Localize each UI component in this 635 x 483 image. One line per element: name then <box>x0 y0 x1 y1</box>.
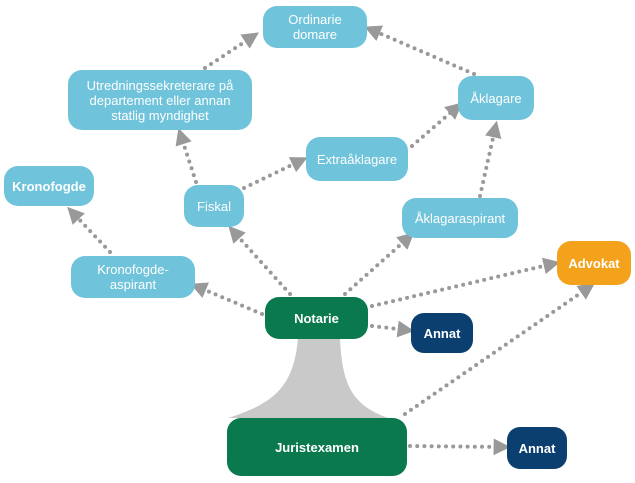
node-advokat: Advokat <box>557 241 631 285</box>
node-ordinarie-domare: Ordinarie domare <box>263 6 367 48</box>
node-extraaklagare: Extraåklagare <box>306 137 408 181</box>
arrow-notarie-to-fiskal <box>228 225 292 296</box>
node-kronofogdeaspirant: Kronofogde- aspirant <box>71 256 195 298</box>
arrow-fiskal-to-utredningssekreterare <box>175 128 198 184</box>
arrow-juristexamen-to-annat <box>408 438 511 456</box>
node-juristexamen: Juristexamen <box>227 418 407 476</box>
node-annat-notarie: Annat <box>411 313 473 353</box>
node-fiskal: Fiskal <box>184 185 244 227</box>
arrow-fiskal-to-extraaklagare <box>242 157 308 190</box>
arrow-notarie-to-kronofogdeaspirant <box>190 282 264 316</box>
arrow-aklagare-to-ordinarie-domare <box>364 25 476 76</box>
node-notarie: Notarie <box>265 297 368 339</box>
arrow-notarie-to-aklagaraspirant <box>343 232 415 296</box>
node-utredningssekreterare: Utredningssekreterare på departement ell… <box>68 70 252 130</box>
node-kronofogde: Kronofogde <box>4 166 94 206</box>
arrow-notarie-to-advokat <box>370 257 561 308</box>
arrow-notarie-to-annat <box>370 320 415 338</box>
node-aklagare: Åklagare <box>458 76 534 120</box>
arrow-connectors <box>67 25 595 456</box>
arrow-kronofogdeaspirant-to-kronofogde <box>67 206 112 254</box>
trunk-shape <box>228 338 388 418</box>
arrow-extraaklagare-to-aklagare <box>410 102 463 148</box>
arrow-aklagaraspirant-to-aklagare <box>478 120 502 198</box>
node-annat-jurist: Annat <box>507 427 567 469</box>
arrow-juristexamen-to-advokat <box>403 283 595 416</box>
node-aklagaraspirant: Åklagaraspirant <box>402 198 518 238</box>
arrow-utredningssekreterare-to-ordinarie-domare <box>203 32 260 70</box>
